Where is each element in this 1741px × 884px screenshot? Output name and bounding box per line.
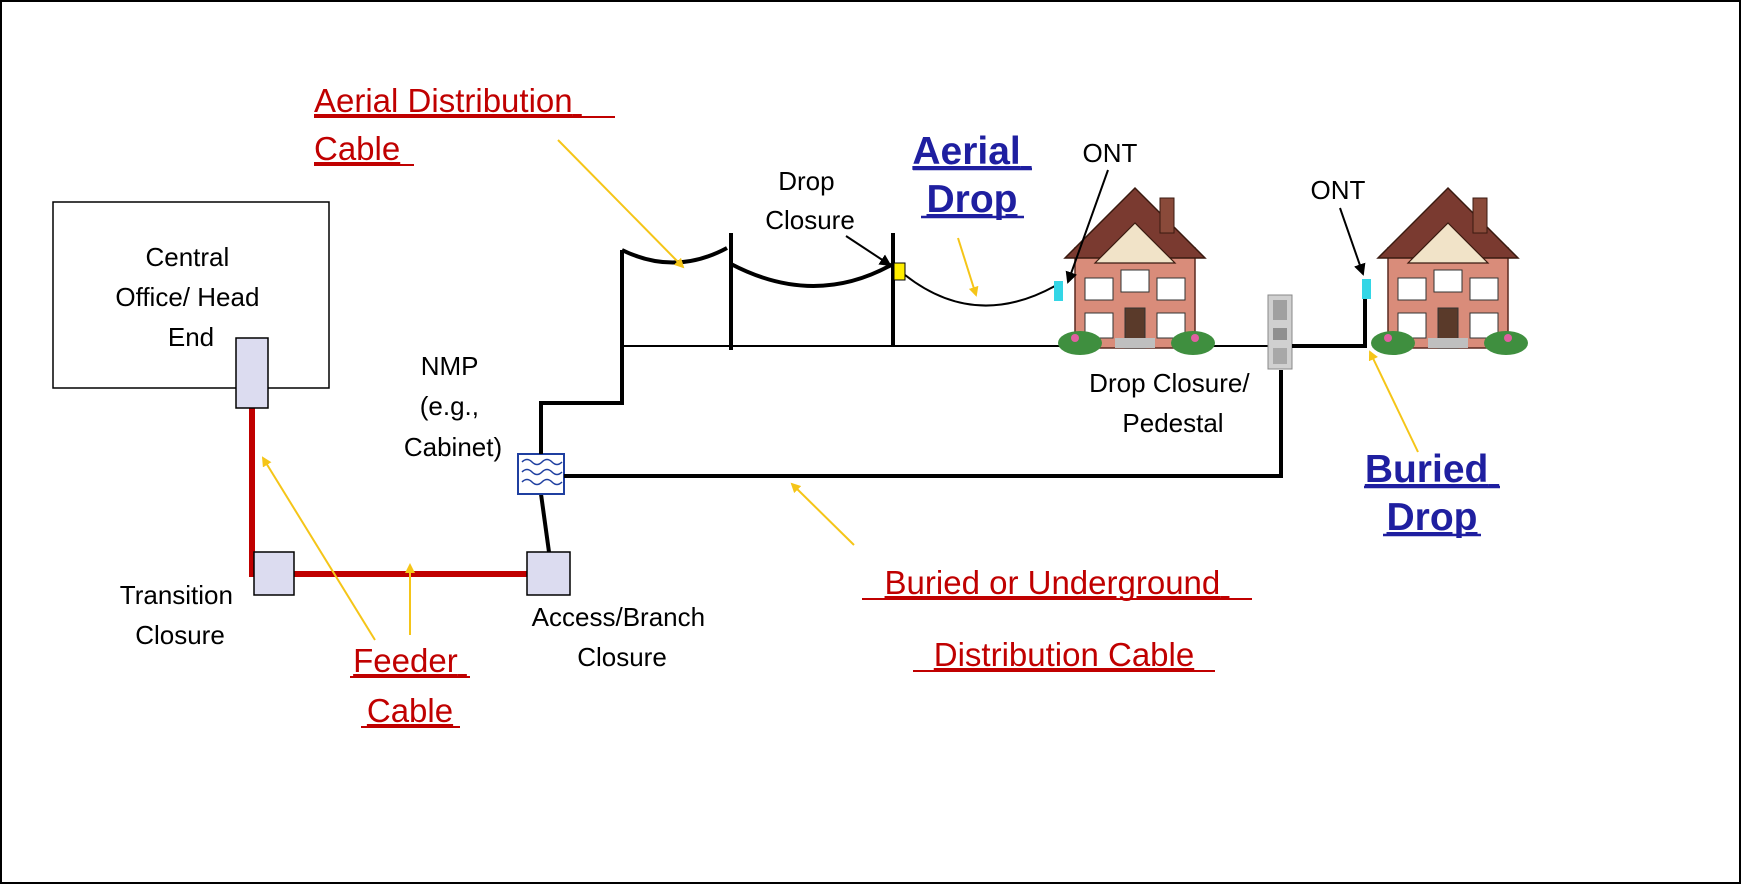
aerial-drop-pointer <box>957 237 979 297</box>
ont-marker-1 <box>1054 281 1063 301</box>
aerial-distribution-cable-label: Aerial Distribution Cable <box>314 82 582 167</box>
transition-closure-label: Transition Closure <box>120 580 240 650</box>
house-icon <box>1057 187 1216 356</box>
house-icon <box>1370 187 1529 356</box>
buried-distribution-cable-label: Buried or Underground Distribution Cable <box>885 564 1230 673</box>
ont-pointer-1 <box>1065 169 1109 284</box>
ont-label-2: ONT <box>1311 175 1366 205</box>
ont-marker-2 <box>1362 279 1371 299</box>
transition-closure <box>253 551 295 596</box>
feeder-pointer-1 <box>261 456 376 641</box>
cabinet-wave-2 <box>521 468 563 476</box>
central-office-box <box>52 201 330 389</box>
cabinet-to-pole-cable <box>539 352 624 454</box>
pedestal-icon <box>1267 294 1293 370</box>
drop-closure-label: Drop Closure <box>765 166 855 235</box>
nmp-label: NMP (e.g., Cabinet) <box>404 351 502 462</box>
ont-label-1: ONT <box>1083 138 1138 168</box>
access-branch-closure-label: Access/Branch Closure <box>532 602 713 672</box>
drop-closure-pointer <box>845 235 892 267</box>
drop-closure-marker <box>893 262 906 281</box>
ont-pointer-2 <box>1339 207 1366 276</box>
cabinet-wave-1 <box>521 458 563 466</box>
drop-closure-pedestal-label: Drop Closure/ Pedestal <box>1089 368 1257 438</box>
buried-drop-label: Buried Drop <box>1365 448 1499 539</box>
feeder-cable-label: Feeder Cable <box>353 642 467 729</box>
buried-distribution-cable <box>564 370 1283 478</box>
central-office-label: Central Office/ Head End <box>115 242 266 352</box>
buried-drop-pointer <box>1368 350 1419 453</box>
cabinet-feed-cable <box>539 493 551 553</box>
buried-distribution-pointer <box>790 482 855 546</box>
aerial-distribution-cable-span-1 <box>621 246 728 265</box>
aerial-drop-label: Aerial Drop <box>912 130 1031 221</box>
access-branch-closure <box>526 551 571 596</box>
aerial-distribution-pointer <box>557 139 685 269</box>
feeder-cable <box>249 408 548 577</box>
buried-drop-wire <box>1292 283 1367 348</box>
aerial-drop-wire <box>904 274 1056 307</box>
cabinet-wave-3 <box>521 478 563 486</box>
aerial-distribution-cable-span-2 <box>730 262 894 288</box>
central-office-closure <box>235 337 269 409</box>
